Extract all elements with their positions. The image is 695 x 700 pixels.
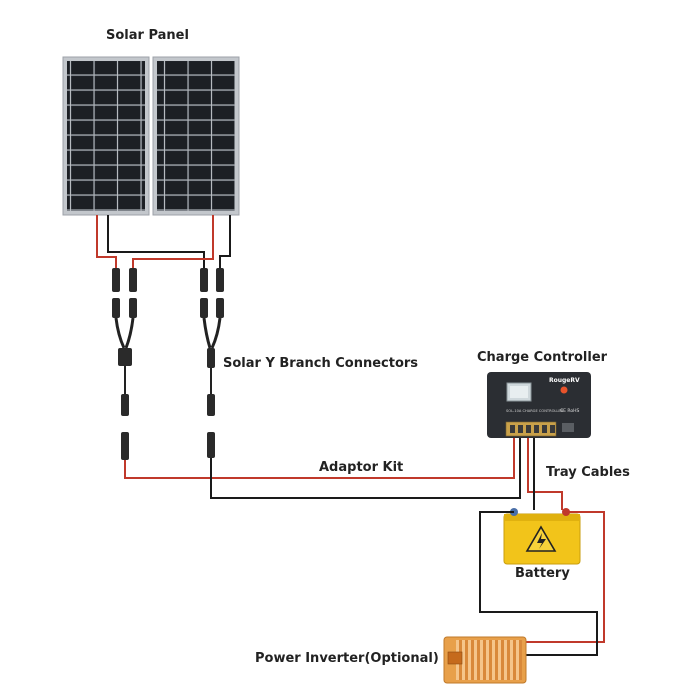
solar-panel-left [62,56,150,216]
y-branch-left [112,298,137,416]
tray-cables [527,438,563,510]
battery [503,508,581,565]
controller-cert: CE RoHS [560,408,579,414]
y-branch-right [200,298,224,416]
adaptor-kit-wires [124,438,521,499]
power-inverter [443,636,527,684]
controller-brand: RougeRV [549,377,580,384]
label-power-inverter: Power Inverter(Optional) [255,651,439,666]
adaptor-kit-connectors [121,432,215,460]
mc4-connectors-panel [112,268,224,292]
label-solar-panel: Solar Panel [106,28,189,43]
inverter-wires [479,511,605,656]
charge-controller: RougeRV SOL-10A CHARGE CONTROLLER CE RoH… [487,372,591,438]
solar-panel-right [152,56,240,216]
label-tray-cables: Tray Cables [546,465,630,480]
panel-leads [96,215,231,268]
label-charge-controller: Charge Controller [477,350,608,365]
controller-model: SOL-10A CHARGE CONTROLLER [506,409,564,413]
label-adaptor-kit: Adaptor Kit [319,460,404,475]
label-y-branch-connectors: Solar Y Branch Connectors [223,356,419,371]
label-battery: Battery [515,566,570,581]
